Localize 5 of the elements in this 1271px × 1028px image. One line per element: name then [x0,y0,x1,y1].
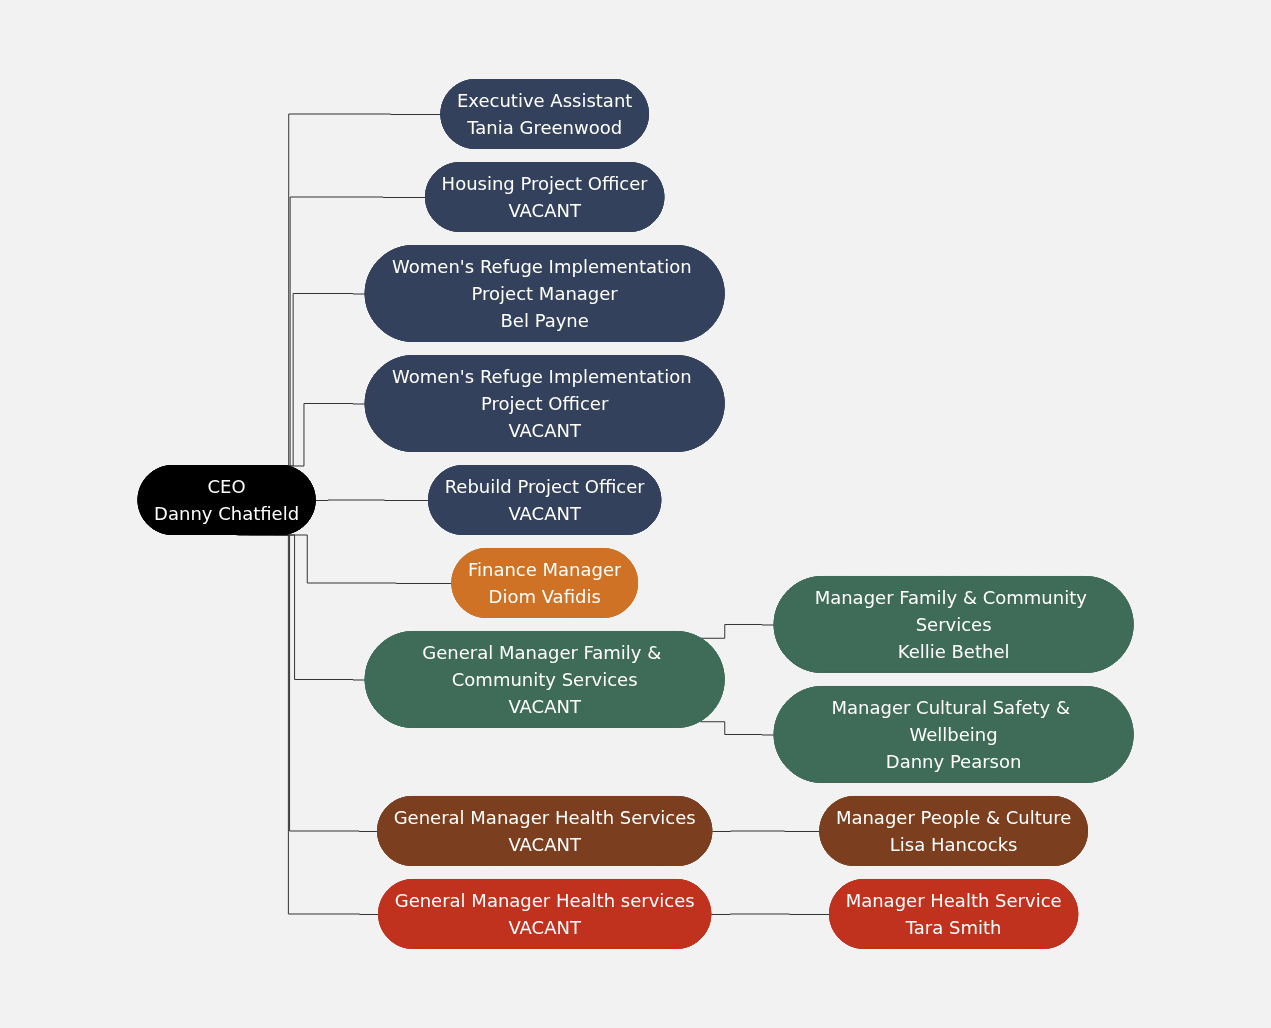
connector [699,721,776,736]
connector [699,624,776,639]
connector [711,830,821,832]
connector [315,499,430,501]
connector [710,913,831,915]
